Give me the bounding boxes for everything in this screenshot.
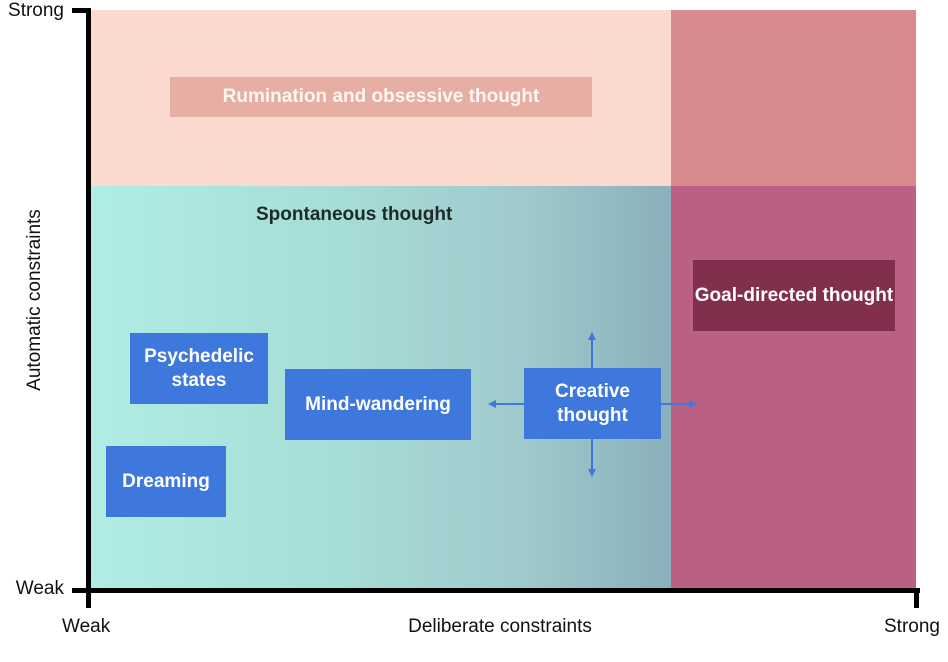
y-axis-tick-bottom	[72, 588, 90, 593]
goal-directed-box: Goal-directed thought	[693, 260, 895, 331]
strong-strong-region	[671, 10, 916, 186]
dreaming-box: Dreaming	[106, 446, 226, 517]
y-axis-weak-label: Weak	[15, 578, 64, 599]
creative-thought-box: Creative thought	[524, 368, 661, 439]
x-axis-tick-left	[86, 588, 91, 608]
x-axis-title: Deliberate constraints	[408, 616, 592, 637]
mind-wandering-box: Mind-wandering	[285, 369, 471, 440]
spontaneous-thought-label: Spontaneous thought	[256, 204, 453, 225]
psychedelic-states-box: Psychedelic states	[130, 333, 268, 404]
rumination-box: Rumination and obsessive thought	[170, 77, 592, 117]
x-axis-line	[86, 588, 920, 593]
y-axis-title: Automatic constraints	[24, 209, 46, 391]
x-axis-tick-right	[914, 588, 919, 608]
y-axis-line	[86, 8, 91, 594]
goal-directed-region	[671, 186, 916, 589]
x-axis-strong-label: Strong	[884, 616, 940, 637]
x-axis-weak-label: Weak	[62, 616, 111, 637]
y-axis-strong-label: Strong	[8, 0, 64, 21]
y-axis-tick-top	[72, 8, 90, 13]
